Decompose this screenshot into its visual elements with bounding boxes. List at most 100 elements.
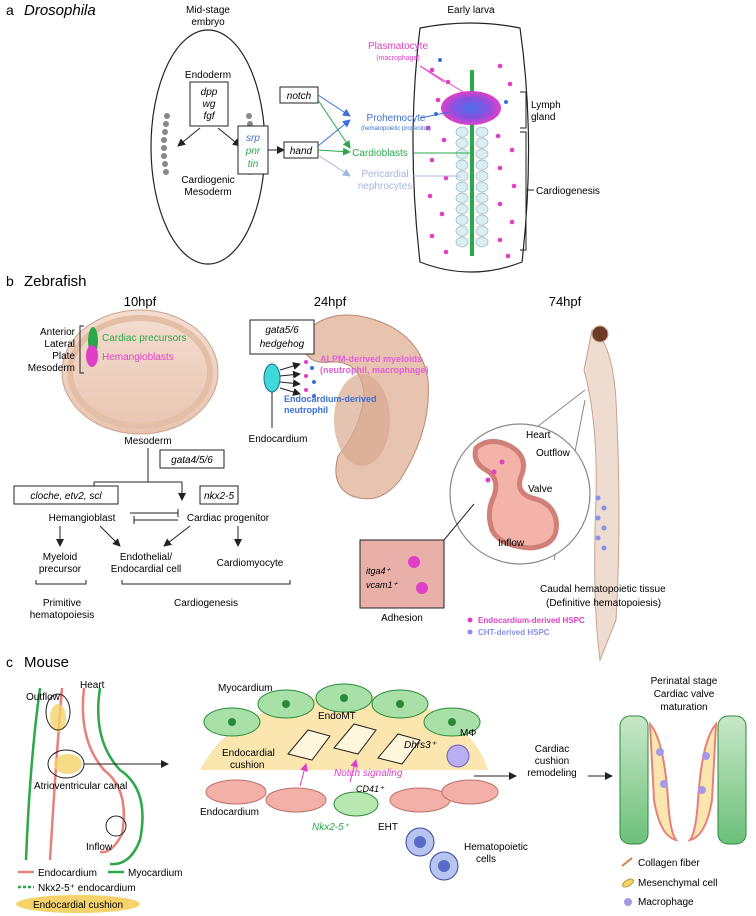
dhrs3-label: Dhrs3⁺ bbox=[404, 740, 437, 751]
arrow-notch-prohemocyte bbox=[317, 94, 351, 117]
mesoderm-label-2: Mesoderm bbox=[184, 187, 231, 198]
mesoderm-dots-left bbox=[161, 113, 170, 175]
cardiogenesis-bracket bbox=[520, 131, 527, 251]
inset-hspc-1 bbox=[408, 556, 420, 568]
larva-74hpf bbox=[583, 329, 620, 662]
arrow-hand-prohemocyte bbox=[317, 119, 351, 147]
legend-endo-hspc: Endocardium-derived HSPC bbox=[478, 616, 585, 625]
gene-cloche: cloche, etv2, scl bbox=[30, 491, 102, 502]
valve-leaflet-right bbox=[687, 721, 718, 842]
panel-a-title: Drosophila bbox=[24, 2, 96, 19]
cardiomyocyte-node: Cardiomyocyte bbox=[217, 558, 284, 569]
gene-tin: tin bbox=[248, 159, 259, 170]
pericardial-label-2: nephrocytes bbox=[358, 181, 412, 192]
av-cushion bbox=[54, 754, 82, 774]
endocardium-label-c: Endocardium bbox=[200, 807, 259, 818]
myocardium-nuclei bbox=[228, 694, 456, 726]
gene-hedgehog: hedgehog bbox=[260, 339, 305, 350]
pericardial-label-1: Pericardial bbox=[361, 169, 408, 180]
plasmatocyte-sub: (macrophage) bbox=[376, 55, 420, 62]
legend-nkx: Nkx2-5⁺ endocardium bbox=[38, 883, 136, 894]
mouse-myocardium-left bbox=[24, 687, 42, 861]
inflow-label-c: Inflow bbox=[86, 842, 113, 853]
arrow-endoderm-right bbox=[217, 127, 241, 147]
macrophage-cell bbox=[446, 744, 470, 768]
myeloid-node-1: Myeloid bbox=[43, 552, 77, 563]
lymph-label-1: Lymph bbox=[531, 100, 561, 111]
itga4-label: itga4⁺ bbox=[366, 566, 392, 576]
hemangioblasts-label: Hemangioblasts bbox=[102, 352, 174, 363]
nkx25-label-c: Nkx2-5⁺ bbox=[312, 822, 350, 833]
embryo-title-2: embryo bbox=[191, 17, 225, 28]
cardioblasts-label: Cardioblasts bbox=[352, 148, 408, 159]
legend-endocardium: Endocardium bbox=[38, 868, 97, 879]
eht-label: EHT bbox=[378, 822, 398, 833]
gene-hand: hand bbox=[290, 146, 313, 157]
lymph-gland-shape bbox=[441, 91, 501, 125]
gene-notch: notch bbox=[287, 91, 312, 102]
legend-endo-hspc-dot bbox=[467, 617, 473, 623]
vcam1-label: vcam1⁺ bbox=[366, 580, 399, 590]
cardiac-precursors-label: Cardiac precursors bbox=[102, 333, 186, 344]
cardiogenesis-label-b: Cardiogenesis bbox=[174, 598, 238, 609]
myocardium-label-c: Myocardium bbox=[218, 683, 272, 694]
inflow-circle bbox=[105, 815, 127, 837]
panel-b-title: Zebrafish bbox=[24, 273, 87, 290]
primitive-bracket bbox=[35, 580, 87, 585]
valve-wall-right bbox=[717, 715, 747, 845]
endoderm-gene-box bbox=[189, 81, 229, 127]
alpm-line-1: Anterior bbox=[40, 327, 76, 338]
gene-dpp: dpp bbox=[201, 87, 218, 98]
caudal-label-2: (Definitive hematopoiesis) bbox=[546, 598, 661, 609]
alpm-line-3: Plate bbox=[52, 351, 75, 362]
cushion-label-2: cushion bbox=[230, 760, 264, 771]
legend-collagen-icon bbox=[621, 857, 633, 867]
legend-cushion-bar bbox=[16, 895, 140, 913]
plasmatocyte-label: Plasmatocyte bbox=[368, 41, 428, 52]
mouse-endocardium-right bbox=[81, 687, 126, 854]
embryo-10hpf bbox=[61, 309, 219, 435]
plasmatocyte-dots bbox=[425, 63, 517, 259]
endocardium-cells bbox=[205, 779, 499, 813]
nkx-endocardium-cell bbox=[333, 791, 379, 817]
yolk-24hpf bbox=[334, 374, 390, 466]
endocardium-24hpf bbox=[263, 363, 281, 393]
endothelial-node-1: Endothelial/ bbox=[120, 552, 172, 563]
embryo-title-1: Mid-stage bbox=[186, 5, 230, 16]
mphi-label: MΦ bbox=[460, 728, 476, 739]
heart-label-b: Heart bbox=[526, 430, 551, 441]
remodel-label-3: remodeling bbox=[527, 768, 576, 779]
outflow-label-c: Outflow bbox=[26, 692, 61, 703]
legend-mesenchymal-icon bbox=[622, 878, 634, 888]
cloche-box bbox=[13, 485, 119, 505]
notch-arrow-1 bbox=[299, 763, 309, 787]
valve-label-b: Valve bbox=[528, 484, 553, 495]
arrow-notch-cardioblasts bbox=[317, 99, 351, 149]
cardiac-progenitor-node: Cardiac progenitor bbox=[187, 513, 270, 524]
remodel-label-2: cushion bbox=[535, 756, 569, 767]
legend-cht-hspc-dot bbox=[467, 629, 473, 635]
heart-74hpf bbox=[472, 439, 559, 551]
endothelial-node-2: Endocardial cell bbox=[111, 564, 182, 575]
av-canal-label: Atrioventricular canal bbox=[34, 781, 127, 792]
nkx25-box bbox=[199, 485, 239, 505]
alpm-line-4: Mesoderm bbox=[28, 363, 75, 374]
alpm-myeloid-label-1: ALPM-derived myeloids bbox=[320, 354, 422, 364]
panel-c-letter: c bbox=[6, 654, 13, 670]
outflow-circle bbox=[45, 693, 71, 731]
gene-pnr: pnr bbox=[245, 146, 261, 157]
stage-74hpf: 74hpf bbox=[549, 294, 582, 309]
endocardium-arrows bbox=[279, 362, 301, 396]
legend-macrophage-icon bbox=[624, 898, 632, 906]
endocardium-label-b: Endocardium bbox=[249, 434, 308, 445]
notch-signaling-label: Notch signaling bbox=[334, 768, 403, 779]
prohemocyte-sub: (hematopoietic progenitor) bbox=[361, 126, 431, 132]
legend-cht-hspc: CHT-derived HSPC bbox=[478, 628, 550, 637]
adhesion-inset bbox=[359, 539, 445, 609]
cht-dots bbox=[595, 495, 607, 551]
plasmatocyte-pointer-2 bbox=[419, 65, 471, 97]
gene-srp: srp bbox=[246, 133, 260, 144]
inflow-label-b: Inflow bbox=[498, 538, 525, 549]
arrow-progenitor-endothelial bbox=[163, 525, 191, 547]
larva-outline bbox=[412, 22, 530, 273]
